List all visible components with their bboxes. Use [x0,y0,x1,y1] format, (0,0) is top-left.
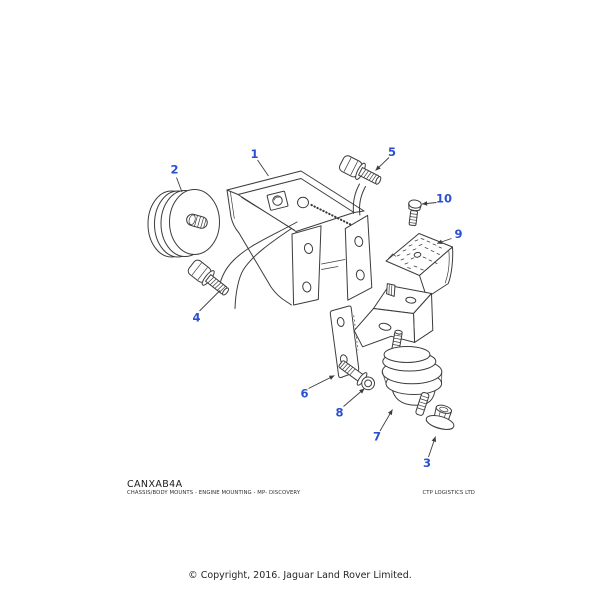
mount-bottom-stud [415,391,430,416]
logistics-note: CTP LOGISTICS LTD [422,490,475,496]
callout-1-leader [257,159,269,177]
callout-5[interactable]: 5 [375,145,397,171]
callout-5-leader [375,157,390,171]
callout-10-leader [421,201,437,206]
drawing-title: CHASSIS/BODY MOUNTS - ENGINE MOUNTING - … [127,490,301,496]
callout-3-label: 3 [423,456,431,470]
callout-3[interactable]: 3 [423,436,437,471]
part-4-bolt-drawing [187,259,230,296]
callout-5-label: 5 [388,145,396,159]
callout-8-leader [343,388,365,407]
callout-8-label: 8 [335,406,343,420]
part-8-bolt-drawing [338,360,376,391]
part-9-heat-shield-drawing [385,233,454,298]
part-2-damper-drawing [147,189,220,258]
callout-7-leader [379,409,393,432]
part-7-engine-mount-drawing [381,329,443,416]
callout-8[interactable]: 8 [335,388,365,420]
callouts-layer: 1 2 3 4 5 6 7 8 [170,145,462,470]
callout-2-leader [176,177,183,193]
callout-9[interactable]: 9 [436,227,463,245]
callout-4-leader [199,290,221,312]
rim-fastener [266,190,289,211]
callout-10[interactable]: 10 [421,192,452,206]
callout-7-label: 7 [373,430,381,444]
callout-10-label: 10 [436,192,452,206]
callout-2-label: 2 [170,163,178,177]
callout-3-leader [428,436,437,458]
callout-6[interactable]: 6 [300,375,335,401]
callout-9-leader [436,238,452,245]
callout-9-label: 9 [454,227,462,241]
callout-1[interactable]: 1 [250,147,269,177]
part-5-bolt-drawing [338,155,382,185]
callout-1-label: 1 [250,147,258,161]
part-1-mounting-bracket-drawing [218,170,373,309]
callout-6-leader [308,375,335,389]
callout-7[interactable]: 7 [373,409,393,444]
part-3-flange-nut-drawing [425,404,455,430]
copyright-line: © Copyright, 2016. Jaguar Land Rover Lim… [188,570,412,581]
callout-4[interactable]: 4 [192,290,221,325]
drawing-code: CANXAB4A [127,479,183,490]
part-10-screw-drawing [408,199,422,227]
damper-stud [186,213,208,229]
callout-2[interactable]: 2 [170,163,183,193]
callout-4-label: 4 [192,311,200,325]
callout-6-label: 6 [300,387,308,401]
